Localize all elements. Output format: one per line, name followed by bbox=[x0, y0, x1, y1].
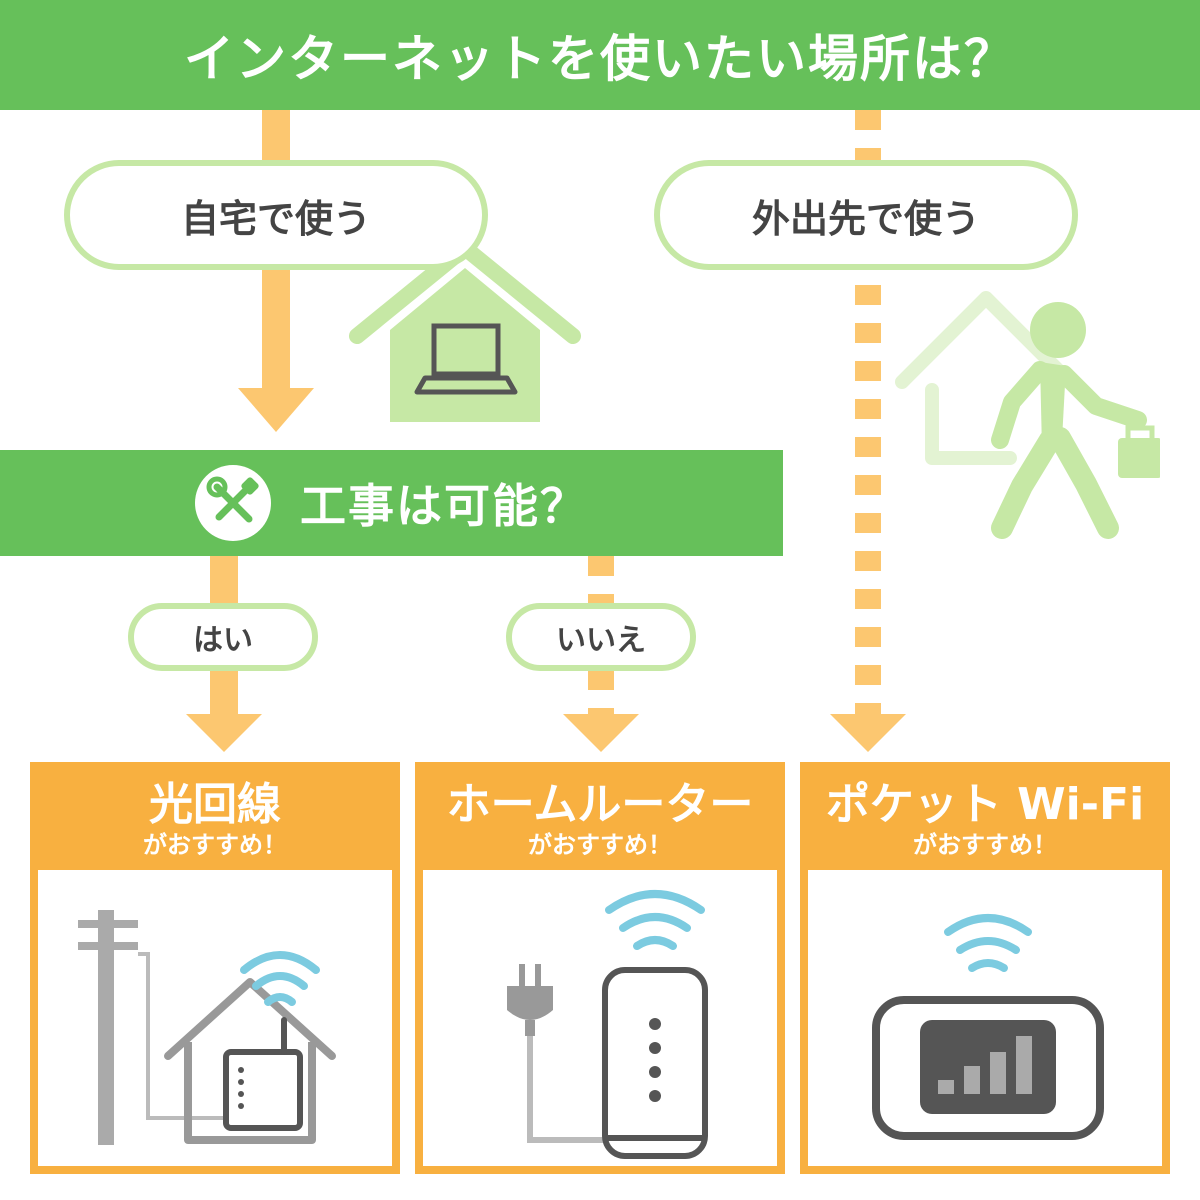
fiber-illustration bbox=[78, 910, 336, 1145]
pill-no: いいえ bbox=[506, 603, 696, 671]
flow-line-outside-top bbox=[855, 110, 881, 160]
result-pocket-wifi-subtitle: がおすすめ！ bbox=[913, 831, 1057, 859]
arrow-no-down-icon bbox=[563, 714, 639, 752]
result-fiber-title: 光回線 bbox=[149, 779, 281, 830]
flow-line-outside bbox=[855, 285, 881, 715]
top-banner: インターネットを使いたい場所は？ bbox=[0, 0, 1200, 110]
pill-outside-label: 外出先で使う bbox=[751, 196, 980, 241]
result-home-router-header: ホームルーター がおすすめ！ bbox=[423, 770, 777, 870]
wifi-icon bbox=[605, 890, 705, 950]
pill-home-label: 自宅で使う bbox=[180, 196, 371, 241]
home-router-illustration bbox=[507, 890, 708, 1159]
tools-icon bbox=[206, 476, 259, 523]
pill-no-label: いいえ bbox=[556, 623, 646, 658]
utility-pole-icon bbox=[78, 910, 138, 1145]
tools-icon-circle bbox=[195, 465, 271, 541]
result-home-router-subtitle: がおすすめ！ bbox=[528, 831, 672, 859]
arrow-home-down-icon bbox=[238, 388, 314, 432]
pill-outside: 外出先で使う bbox=[654, 160, 1078, 270]
pocket-wifi-icon bbox=[872, 996, 1104, 1140]
result-fiber-header: 光回線 がおすすめ！ bbox=[38, 770, 392, 870]
result-pocket-wifi-header: ポケット Wi-Fi がおすすめ！ bbox=[808, 770, 1162, 870]
arrow-outside-down-icon bbox=[830, 714, 906, 752]
page-title: インターネットを使いたい場所は？ bbox=[184, 30, 1016, 88]
arrow-yes-down-icon bbox=[186, 714, 262, 752]
question-title: 工事は可能？ bbox=[300, 479, 588, 533]
result-pocket-wifi: ポケット Wi-Fi がおすすめ！ bbox=[800, 762, 1170, 1174]
pill-yes: はい bbox=[128, 603, 318, 671]
result-fiber: 光回線 がおすすめ！ bbox=[30, 762, 400, 1174]
home-router-icon bbox=[602, 967, 708, 1159]
result-fiber-subtitle: がおすすめ！ bbox=[143, 831, 287, 859]
pill-yes-label: はい bbox=[193, 623, 253, 658]
wifi-icon bbox=[240, 951, 320, 1006]
result-pocket-wifi-title: ポケット Wi-Fi bbox=[825, 779, 1145, 830]
pill-home: 自宅で使う bbox=[64, 160, 488, 270]
walking-person-icon bbox=[895, 291, 1160, 539]
pocket-wifi-illustration bbox=[872, 914, 1104, 1140]
question-banner bbox=[0, 450, 783, 556]
result-home-router-title: ホームルーター bbox=[446, 779, 754, 830]
result-home-router: ホームルーター がおすすめ！ bbox=[415, 762, 785, 1174]
power-plug-icon bbox=[507, 964, 553, 1036]
house-router-icon bbox=[164, 978, 336, 1144]
wifi-icon bbox=[944, 914, 1032, 972]
